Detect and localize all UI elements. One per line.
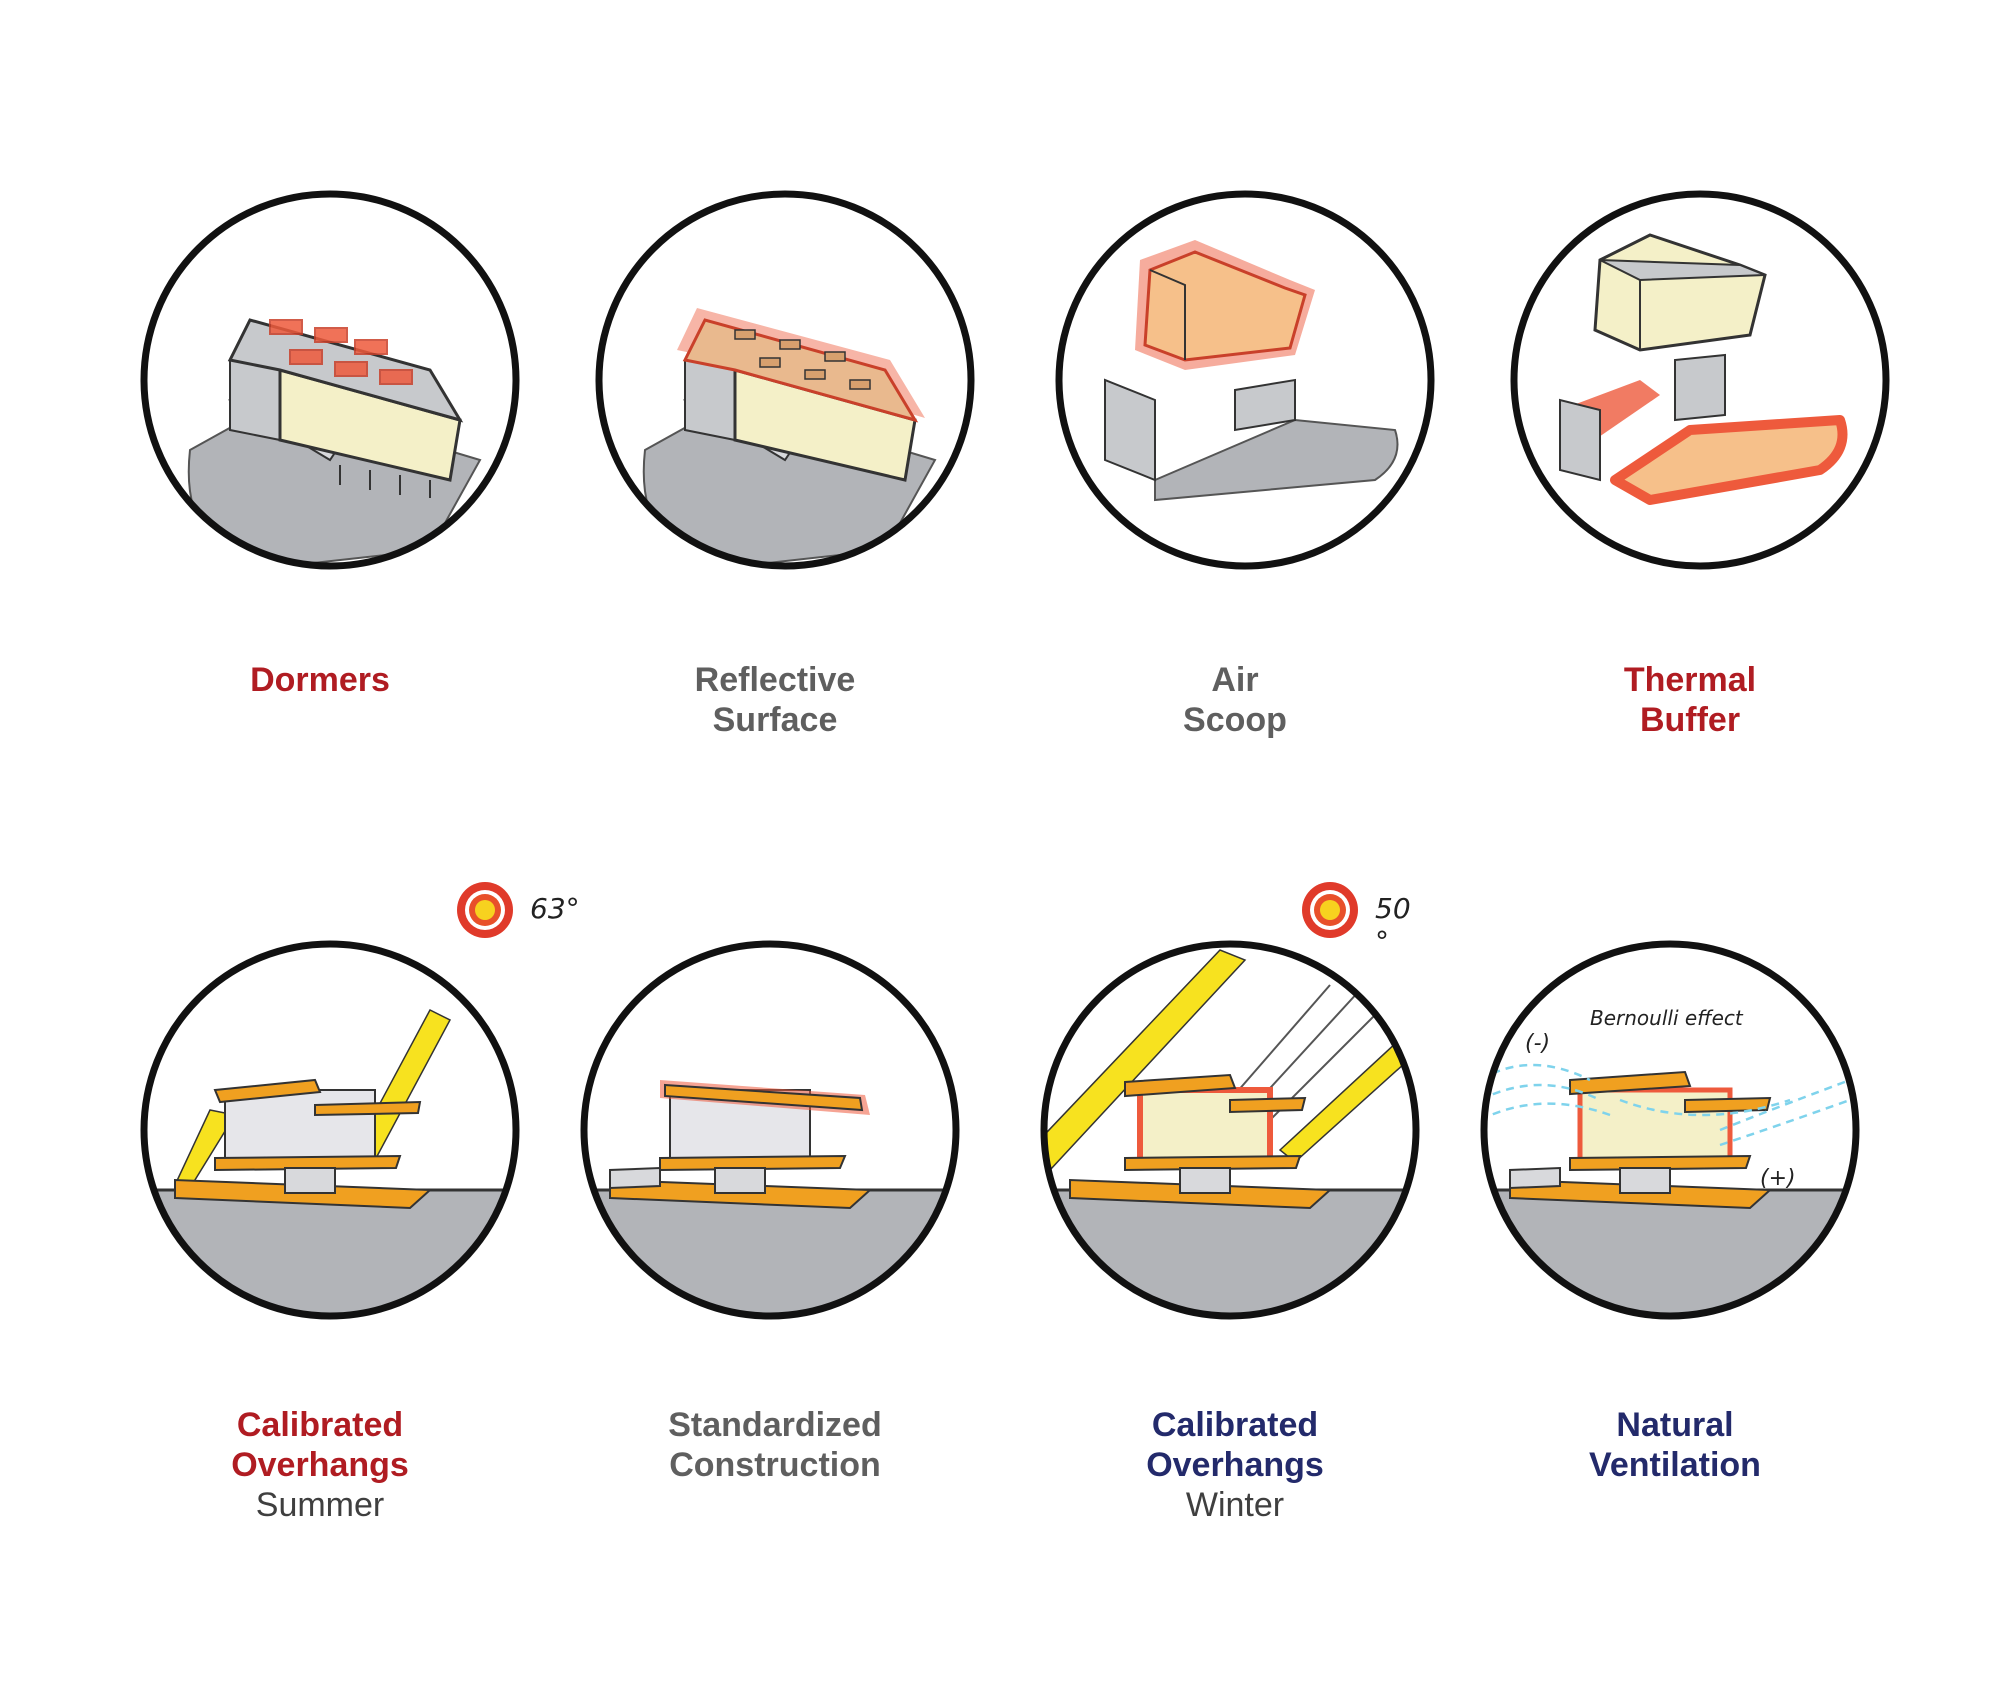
building-reflective-roof-icon bbox=[595, 190, 975, 570]
building-thermal-buffer-icon bbox=[1510, 190, 1890, 570]
section-summer-sun-icon bbox=[140, 940, 520, 1320]
section-ventilation-icon: Bernoulli effect (-) (+) bbox=[1480, 940, 1860, 1320]
sun-icon bbox=[1302, 882, 1358, 938]
diagram-subtitle: Summer bbox=[255, 1486, 385, 1524]
section-standardized-icon bbox=[580, 940, 960, 1320]
sun-icon bbox=[457, 882, 513, 938]
building-air-scoop-icon bbox=[1055, 190, 1435, 570]
negative-pressure-label: (-) bbox=[1525, 1031, 1550, 1056]
section-winter-sun-icon bbox=[1040, 940, 1420, 1320]
diagram-title: Dormers bbox=[250, 661, 390, 699]
sun-angle-label: 63° bbox=[530, 892, 580, 925]
diagram-label: Dormers bbox=[120, 660, 520, 700]
sun-angle-label: 50 ° bbox=[1375, 892, 1411, 958]
bernoulli-label: Bernoulli effect bbox=[1590, 1006, 1744, 1030]
diagram-subtitle: Winter bbox=[1185, 1486, 1285, 1524]
building-dormers-icon bbox=[140, 190, 520, 570]
positive-pressure-label: (+) bbox=[1760, 1166, 1796, 1191]
